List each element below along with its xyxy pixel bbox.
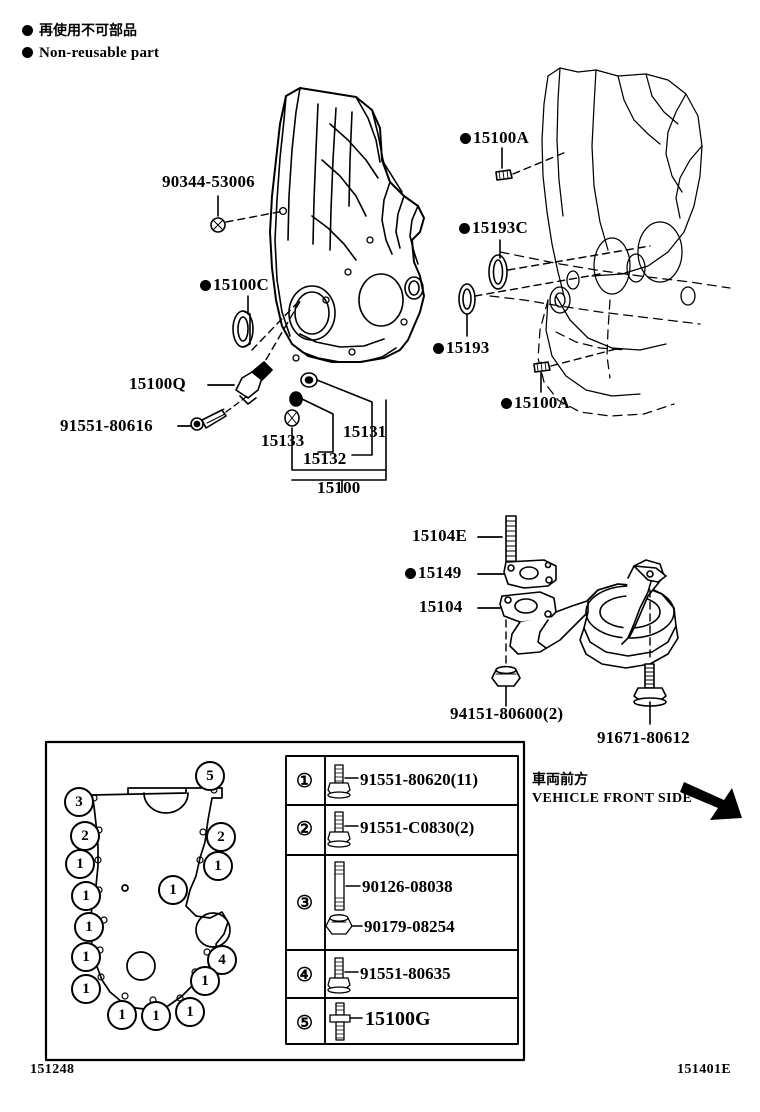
engine-block-phantom xyxy=(489,251,731,417)
part-15132-oring xyxy=(289,391,303,407)
legend-part-3a: 90126-08038 xyxy=(362,877,453,896)
filled-circle-icon xyxy=(459,223,470,234)
filled-circle-icon xyxy=(460,133,471,144)
filled-circle-icon xyxy=(405,568,416,579)
part-15131-ring xyxy=(300,372,318,388)
part-15133-washer xyxy=(284,409,300,427)
stud-15104E xyxy=(505,515,517,567)
oring-15193C xyxy=(488,254,508,290)
bolt-91551-80616 xyxy=(190,408,227,431)
cover-bore-small xyxy=(404,276,424,300)
legend-part-5: 15100G xyxy=(365,1008,431,1030)
oring-15193 xyxy=(458,283,476,315)
hex-nut-icon-3 xyxy=(325,914,363,935)
gasket-marker-1: 1 xyxy=(141,1001,171,1031)
legend-ref-3: ③ xyxy=(296,893,314,914)
gasket-marker-1: 1 xyxy=(71,942,101,972)
flange-bolt-icon-4 xyxy=(327,957,359,994)
plug-15100A-top xyxy=(495,169,513,181)
filled-circle-icon xyxy=(200,280,211,291)
legend-outer-box xyxy=(44,740,526,1062)
gasket-marker-1: 1 xyxy=(175,997,205,1027)
front-side-en: VEHICLE FRONT SIDE xyxy=(532,790,693,806)
gasket-marker-1: 1 xyxy=(65,849,95,879)
legend-part-3b: 90179-08254 xyxy=(364,917,455,936)
callout-15100: 15100 xyxy=(317,478,361,497)
gasket-marker-5: 5 xyxy=(195,761,225,791)
nonreusable-note-en: Non-reusable part xyxy=(22,46,159,61)
oil-strainer-15104 xyxy=(499,559,679,669)
legend-part-1: 91551-80620(11) xyxy=(360,770,479,789)
callout-90344-53006: 90344-53006 xyxy=(162,172,255,191)
legend-ref-2: ② xyxy=(296,819,314,840)
gasket-marker-1: 1 xyxy=(71,881,101,911)
gasket-marker-1: 1 xyxy=(190,966,220,996)
filled-circle-icon xyxy=(22,47,33,58)
gasket-marker-1: 1 xyxy=(203,851,233,881)
vehicle-front-side-note: 車両前方 VEHICLE FRONT SIDE xyxy=(532,772,692,807)
crank-sensor-15100Q xyxy=(235,361,273,405)
gasket-marker-1: 1 xyxy=(107,1000,137,1030)
callout-91671-80612: 91671-80612 xyxy=(597,728,690,747)
cover-bore-right xyxy=(358,273,404,327)
callout-15131: 15131 xyxy=(343,422,387,441)
arrow-down-right-icon xyxy=(680,782,742,820)
front-side-jp: 車両前方 xyxy=(532,772,588,788)
engine-block-outline xyxy=(541,67,703,397)
legend-table-grid xyxy=(285,755,519,1045)
filled-circle-icon xyxy=(501,398,512,409)
legend-ref-1: ① xyxy=(296,771,314,792)
legend-ref-4: ④ xyxy=(296,965,314,986)
oil-seal-15100C xyxy=(232,310,254,348)
plug-15100A-bottom xyxy=(533,361,551,373)
legend-part-2: 91551-C0830(2) xyxy=(360,818,475,837)
callout-15193: 15193 xyxy=(433,339,490,356)
flange-bolt-icon-1 xyxy=(327,764,359,799)
gasket-15149 xyxy=(503,559,557,589)
legend-ref-5: ⑤ xyxy=(296,1013,314,1034)
callout-91551-80616: 91551-80616 xyxy=(60,416,153,435)
gasket-marker-2: 2 xyxy=(206,822,236,852)
footer-left-code: 151248 xyxy=(30,1062,75,1077)
legend-part-4: 91551-80635 xyxy=(360,964,451,983)
bolt-91671-80612 xyxy=(633,663,667,707)
gasket-marker-4: 4 xyxy=(207,945,237,975)
callout-15100Q: 15100Q xyxy=(129,374,186,393)
gasket-marker-2: 2 xyxy=(70,821,100,851)
gasket-marker-3: 3 xyxy=(64,787,94,817)
gasket-marker-1: 1 xyxy=(74,912,104,942)
timing-cover-outline xyxy=(269,87,425,363)
gasket-marker-1: 1 xyxy=(158,875,188,905)
nut-94151-80600 xyxy=(491,665,521,687)
flange-bolt-icon-2 xyxy=(327,811,359,848)
callout-15193C: 15193C xyxy=(459,219,528,236)
cover-bolt-bosses xyxy=(278,206,408,362)
callout-15104E: 15104E xyxy=(412,526,468,545)
nonreusable-note-jp: 再使用不可部品 xyxy=(22,24,137,38)
cover-bore-left xyxy=(288,285,336,341)
filled-circle-icon xyxy=(433,343,444,354)
stud-bolt-icon-3 xyxy=(334,861,361,911)
callout-94151-80600: 94151-80600(2) xyxy=(450,704,564,723)
stud-icon-5 xyxy=(329,1002,363,1041)
callout-15133: 15133 xyxy=(261,431,305,450)
callout-15100C: 15100C xyxy=(200,276,269,293)
callout-15132: 15132 xyxy=(303,449,347,468)
gasket-marker-1: 1 xyxy=(71,974,101,1004)
callout-15100A-top: 15100A xyxy=(460,129,529,146)
callout-15100A-bottom: 15100A xyxy=(501,394,570,411)
engine-block-bosses xyxy=(549,270,696,314)
filled-circle-icon xyxy=(22,25,33,36)
footer-right-code: 151401E xyxy=(677,1062,732,1077)
callout-15149: 15149 xyxy=(405,564,462,581)
callout-15104: 15104 xyxy=(419,597,463,616)
